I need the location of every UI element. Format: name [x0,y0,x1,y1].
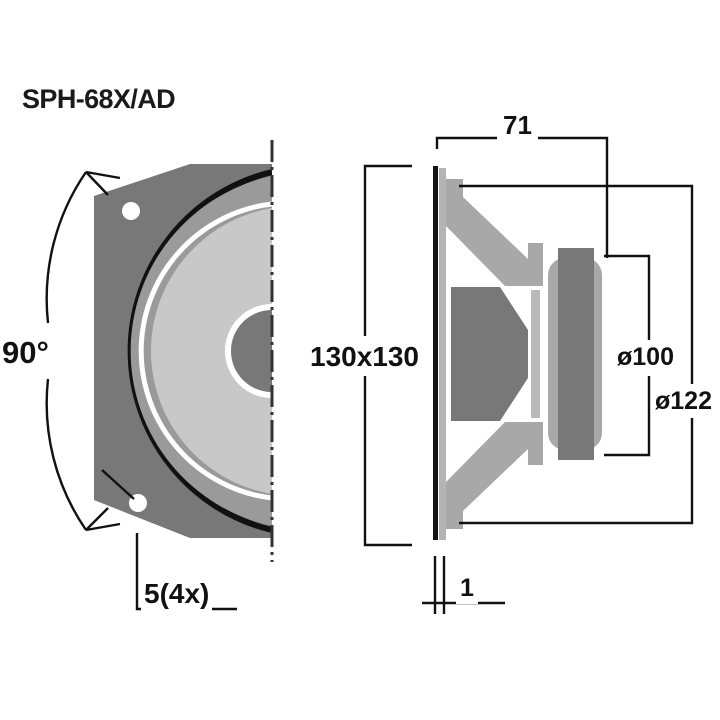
side-voicecoil-neck [531,290,540,418]
side-flange-edge-dark [433,166,438,540]
coverage-angle-dimension [45,170,121,532]
front-cone [150,208,272,494]
cutout-bracket-lower [604,376,651,457]
frame-square-bracket-upper [363,164,412,336]
cutout-diameter-dimension [604,254,651,457]
hole-leader-line [101,469,135,500]
angle-arc-lower [45,378,87,531]
mounting-hole-label: 5(4x) [141,577,213,611]
page-title: SPH-68X/AD [22,84,176,114]
side-section-view [433,166,602,540]
angle-arrow-bottom [85,507,121,532]
flange-thickness-label: 1 [456,573,478,604]
side-basket-arm-upper [446,179,543,286]
frame-square-dimension [363,164,412,547]
side-flange-strip [439,168,446,540]
frame-square-label: 130x130 [306,340,424,374]
flange-bracket-lower [459,418,694,525]
coverage-angle-label: 90° [0,334,51,372]
front-dustcap [231,310,272,392]
mounting-hole-top [122,202,140,220]
side-cone-section [451,287,528,421]
cutout-bracket-upper [604,254,651,340]
angle-arrow-top [85,170,121,196]
flange-diameter-dimension [459,184,694,525]
front-dustcap-ring [225,304,272,398]
cutout-diameter-label: ø100 [613,342,678,373]
flange-bracket-upper [459,184,694,384]
depth-label: 71 [497,110,538,141]
side-magnet-block [558,248,594,460]
front-flange-rim-outline [127,169,272,533]
front-view-half [94,164,272,538]
frame-square-bracket-lower [363,376,412,547]
side-basket-arm-lower [446,422,543,529]
front-surround-gap-line [138,201,272,501]
angle-arc-upper [45,171,87,324]
flange-diameter-label: ø122 [651,386,716,417]
